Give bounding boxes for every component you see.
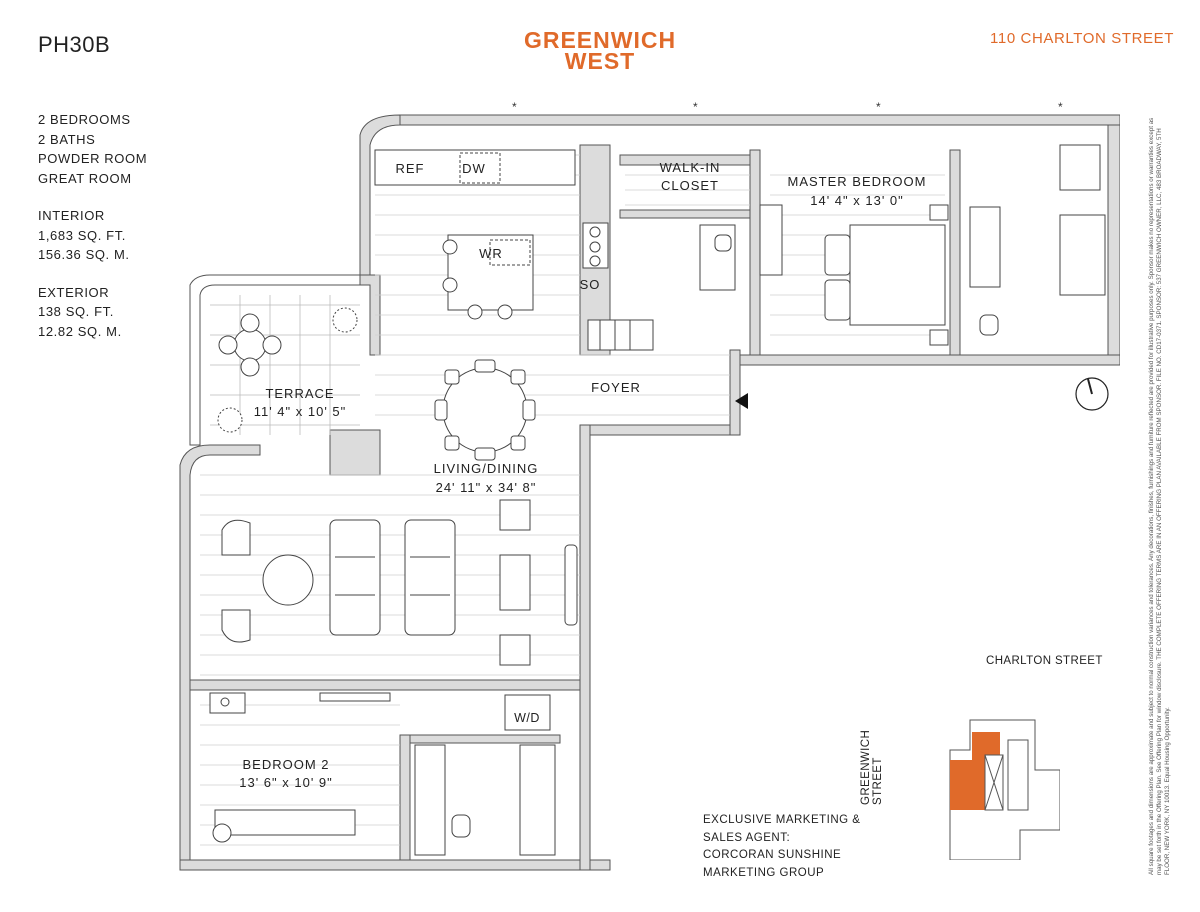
north-compass-icon	[1075, 377, 1109, 411]
sofa-1	[329, 519, 381, 636]
unit-number: PH30B	[38, 32, 111, 57]
entry-arrow-icon	[735, 393, 748, 409]
svg-text:*: *	[512, 100, 517, 114]
label-bedroom-2-dim: 13' 6" x 10' 9"	[239, 775, 333, 790]
label-dw: DW	[462, 161, 486, 176]
living-west-wall	[179, 444, 261, 871]
sofa-2	[404, 519, 456, 636]
unit-stats: 2 BEDROOMS 2 BATHS POWDER ROOM GREAT ROO…	[38, 110, 147, 341]
building-address: 110 CHARLTON STREET	[990, 30, 1174, 47]
label-ref: REF	[396, 161, 425, 176]
greenwich-street-label: GREENWICH STREET	[860, 729, 884, 805]
bedroom2-north-wall	[189, 679, 581, 691]
east-lower-wall	[579, 424, 591, 871]
label-living-dining: LIVING/DINING	[434, 461, 539, 476]
agent-line-3: CORCORAN SUNSHINE	[703, 849, 842, 861]
label-bedroom-2: BEDROOM 2	[242, 757, 329, 772]
south-wall	[179, 859, 611, 871]
exterior-sqft: 138 SQ. FT.	[38, 304, 114, 319]
walkin-south-wall	[619, 209, 761, 219]
svg-text:*: *	[1058, 100, 1063, 114]
svg-text:*: *	[876, 100, 881, 114]
label-foyer: FOYER	[591, 380, 641, 395]
agent-line-2: SALES AGENT:	[703, 831, 791, 844]
label-terrace-dim: 11' 4" x 10' 5"	[254, 404, 347, 419]
north-wall	[399, 114, 1120, 126]
label-wr: WR	[479, 246, 503, 261]
label-so: SO	[580, 277, 601, 292]
stat-powder-room: POWDER ROOM	[38, 151, 148, 166]
agent-line-1: EXCLUSIVE MARKETING &	[703, 814, 861, 826]
wine-refrigerator	[489, 239, 531, 266]
exterior-label: EXTERIOR	[38, 284, 110, 300]
charlton-street-label: CHARLTON STREET	[986, 655, 1103, 667]
label-living-dim: 24' 11" x 34' 8"	[436, 480, 537, 495]
bath-divider-wall	[949, 149, 961, 356]
bath-west-wall	[399, 734, 411, 861]
coffee-table	[262, 554, 314, 606]
label-master-bedroom: MASTER BEDROOM	[788, 174, 927, 189]
label-master-dim: 14' 4" x 13' 0"	[810, 193, 904, 208]
logo-line-1: GREENWICH	[523, 27, 677, 53]
terrace-outline	[189, 274, 371, 446]
west-tower-wall	[359, 114, 401, 276]
east-wall	[1107, 124, 1120, 366]
agent-line-4: MARKETING GROUP	[703, 866, 825, 879]
master-west-wall	[749, 149, 761, 356]
logo-line-2: WEST	[564, 48, 636, 74]
stat-bedrooms: 2 BEDROOMS	[38, 112, 131, 127]
stat-baths: 2 BATHS	[38, 131, 96, 147]
terrace-south-wall	[329, 429, 381, 476]
master-south-wall	[739, 354, 1120, 366]
master-bed	[849, 224, 946, 326]
interior-sqm: 156.36 SQ. M.	[38, 247, 130, 262]
building-key-map	[949, 719, 1060, 860]
svg-text:*: *	[693, 100, 698, 114]
unit-highlight	[950, 732, 1000, 810]
marketing-agent: EXCLUSIVE MARKETING & SALES AGENT: CORCO…	[703, 812, 860, 882]
interior-label: INTERIOR	[38, 208, 105, 223]
bath-north-wall	[409, 734, 561, 744]
interior-sqft: 1,683 SQ. FT.	[38, 227, 127, 243]
floor-plan: * * * *	[179, 100, 1120, 871]
label-walkin-1: WALK-IN	[660, 160, 721, 175]
stat-great-room: GREAT ROOM	[38, 170, 132, 186]
dishwasher	[459, 152, 501, 184]
foyer-south-wall	[589, 424, 741, 436]
legal-disclaimer: All square footages and dimensions are a…	[1148, 117, 1171, 875]
label-wd: W/D	[514, 711, 540, 725]
exterior-sqm: 12.82 SQ. M.	[38, 323, 122, 339]
label-terrace: TERRACE	[265, 386, 334, 401]
foyer-east-wall	[729, 349, 741, 436]
brand-logo: GREENWICH WEST	[500, 27, 700, 74]
label-walkin-2: CLOSET	[661, 178, 719, 193]
